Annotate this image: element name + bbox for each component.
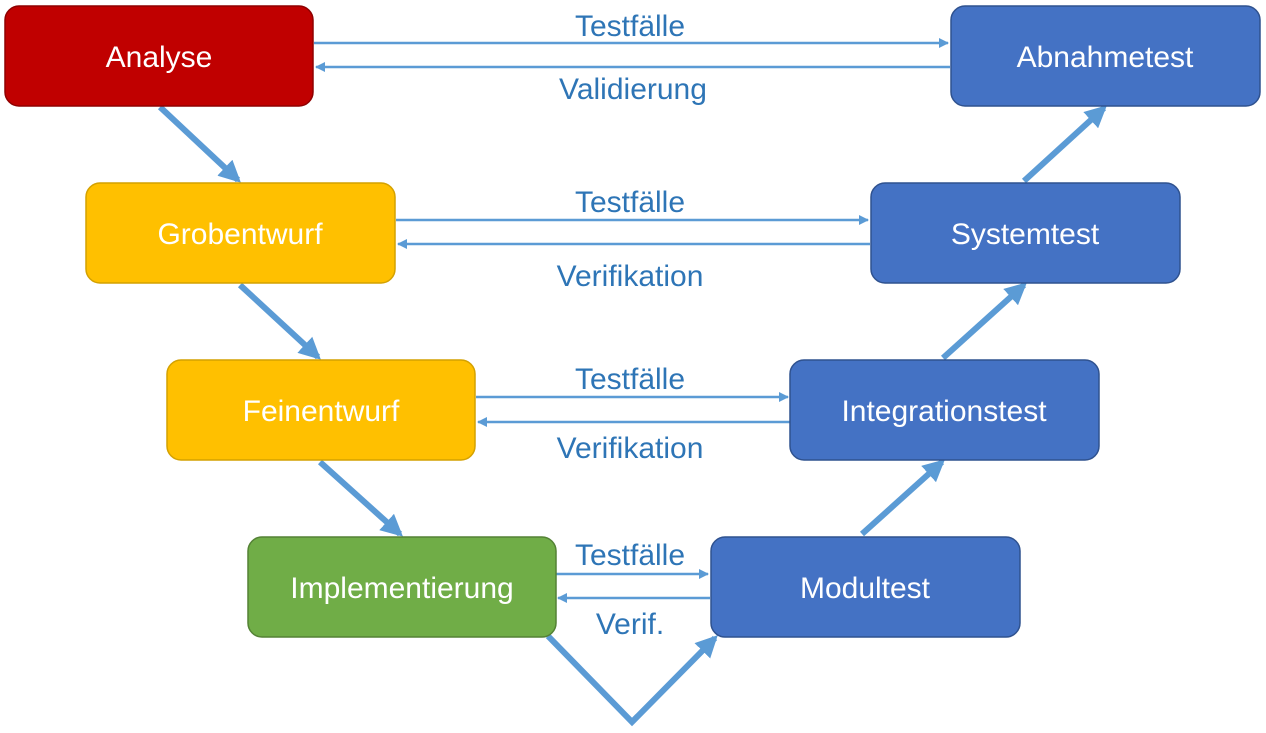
link-label-level3-back: Verifikation [557, 432, 704, 465]
flow-arrow-feinentwurf-to-implementierung [317, 459, 403, 537]
box-modultest-label: Modultest [800, 572, 931, 605]
flow-arrow-analyse-to-grobentwurf [157, 104, 241, 183]
box-grobentwurf: Grobentwurf [85, 182, 396, 284]
link-label-level3-forward: Testfälle [575, 363, 685, 396]
link-label-level2-forward: Testfälle [575, 186, 685, 219]
link-label-level2-back: Verifikation [557, 260, 704, 293]
link-label-level4-forward: Testfälle [575, 539, 685, 572]
box-abnahmetest: Abnahmetest [950, 5, 1261, 107]
flow-arrow-grobentwurf-to-feinentwurf [237, 282, 321, 360]
box-integrationstest: Integrationstest [789, 359, 1100, 461]
flow-arrow-systemtest-to-abnahmetest [1021, 105, 1107, 184]
box-implementierung: Implementierung [247, 536, 557, 638]
box-implementierung-label: Implementierung [290, 572, 513, 605]
box-integrationstest-label: Integrationstest [841, 395, 1047, 428]
link-label-level4-back: Verif. [596, 608, 664, 641]
box-systemtest-label: Systemtest [951, 218, 1100, 251]
flow-arrow-integrationstest-to-systemtest [940, 282, 1027, 361]
box-feinentwurf: Feinentwurf [166, 359, 476, 461]
box-feinentwurf-label: Feinentwurf [243, 395, 400, 428]
box-systemtest: Systemtest [870, 182, 1181, 284]
box-abnahmetest-label: Abnahmetest [1017, 41, 1194, 74]
box-modultest: Modultest [710, 536, 1021, 638]
box-analyse-label: Analyse [106, 41, 213, 74]
link-label-level1-back: Validierung [559, 73, 707, 106]
link-label-level1-forward: Testfälle [575, 10, 685, 43]
box-grobentwurf-label: Grobentwurf [157, 218, 323, 251]
flow-arrow-implementierung-to-modultest [545, 633, 718, 727]
box-analyse: Analyse [4, 5, 314, 107]
flow-arrow-modultest-to-integrationstest [859, 459, 945, 537]
